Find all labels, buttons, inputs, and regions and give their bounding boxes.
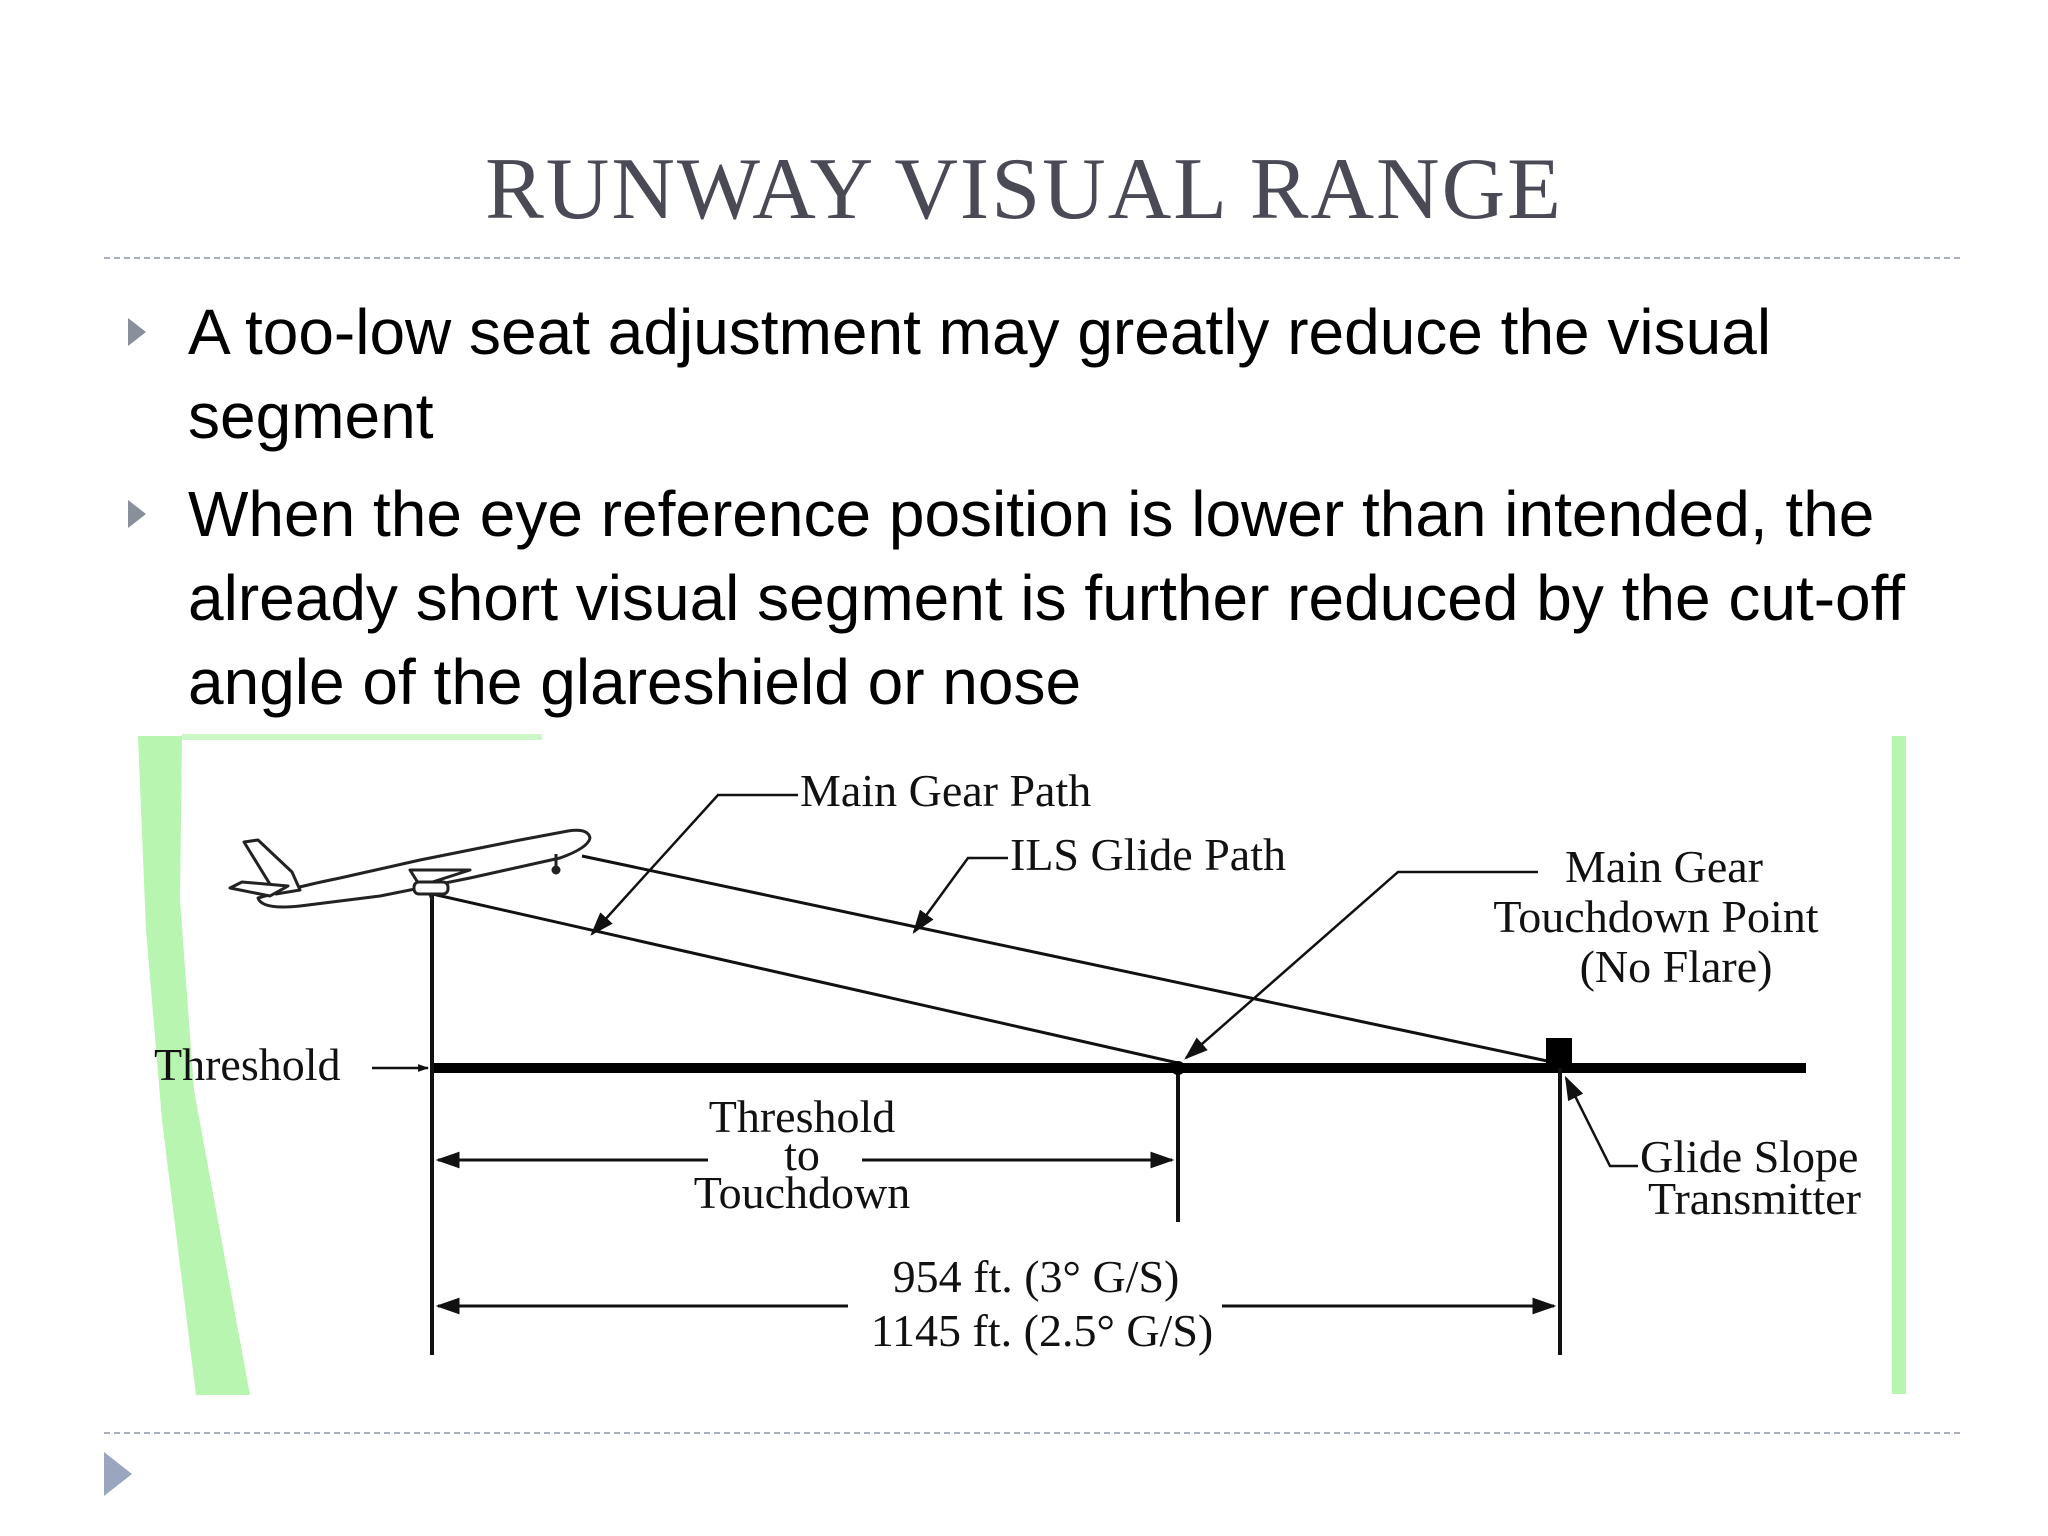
- ils-glide-path-line: [581, 854, 1553, 1064]
- label-gs-line2: Transmitter: [1648, 1173, 1861, 1224]
- bullet-list: A too-low seat adjustment may greatly re…: [120, 290, 1980, 738]
- glide-slope-transmitter: [1546, 1038, 1572, 1068]
- right-green-band: [1892, 736, 1906, 1394]
- footer-divider: [104, 1432, 1960, 1434]
- airplane-icon: [228, 828, 592, 909]
- left-green-band: [138, 736, 250, 1395]
- label-ttd-line2: to: [784, 1129, 820, 1180]
- label-distance-2-5deg: 1145 ft. (2.5° G/S): [871, 1305, 1214, 1356]
- label-touchdown-line1: Main Gear: [1565, 841, 1763, 892]
- title-divider: [104, 257, 1960, 259]
- next-slide-arrow-icon[interactable]: [104, 1452, 132, 1496]
- top-green-band: [182, 734, 542, 740]
- label-distance-3deg: 954 ft. (3° G/S): [893, 1251, 1180, 1302]
- bullet-text: When the eye reference position is lower…: [188, 478, 1906, 718]
- ils-glide-path-leader: [912, 856, 1008, 934]
- label-threshold: Threshold: [154, 1039, 341, 1090]
- touchdown-point-leader: [1184, 870, 1538, 1060]
- triangle-right-icon: [128, 318, 146, 346]
- triangle-right-icon: [128, 500, 146, 528]
- label-ils-glide-path: ILS Glide Path: [1010, 829, 1286, 880]
- label-ttd-line3: Touchdown: [694, 1167, 911, 1218]
- label-touchdown-line3: (No Flare): [1580, 941, 1773, 992]
- bullet-item: A too-low seat adjustment may greatly re…: [120, 290, 1980, 458]
- runway-diagram: Main Gear Path ILS Glide Path Main Gear …: [138, 734, 1906, 1395]
- main-gear-path-leader: [590, 793, 798, 936]
- main-gear-path-line: [427, 891, 1179, 1065]
- label-touchdown-line2: Touchdown Point: [1493, 891, 1818, 942]
- label-main-gear-path: Main Gear Path: [800, 765, 1091, 816]
- slide-title: RUNWAY VISUAL RANGE: [485, 141, 1563, 238]
- label-gs-line1: Glide Slope: [1640, 1131, 1858, 1182]
- touchdown-point-marker: [1171, 1061, 1185, 1075]
- bullet-text: A too-low seat adjustment may greatly re…: [188, 296, 1772, 452]
- label-ttd-line1: Threshold: [709, 1091, 896, 1142]
- glide-slope-leader: [1564, 1075, 1638, 1168]
- bullet-item: When the eye reference position is lower…: [120, 472, 1980, 724]
